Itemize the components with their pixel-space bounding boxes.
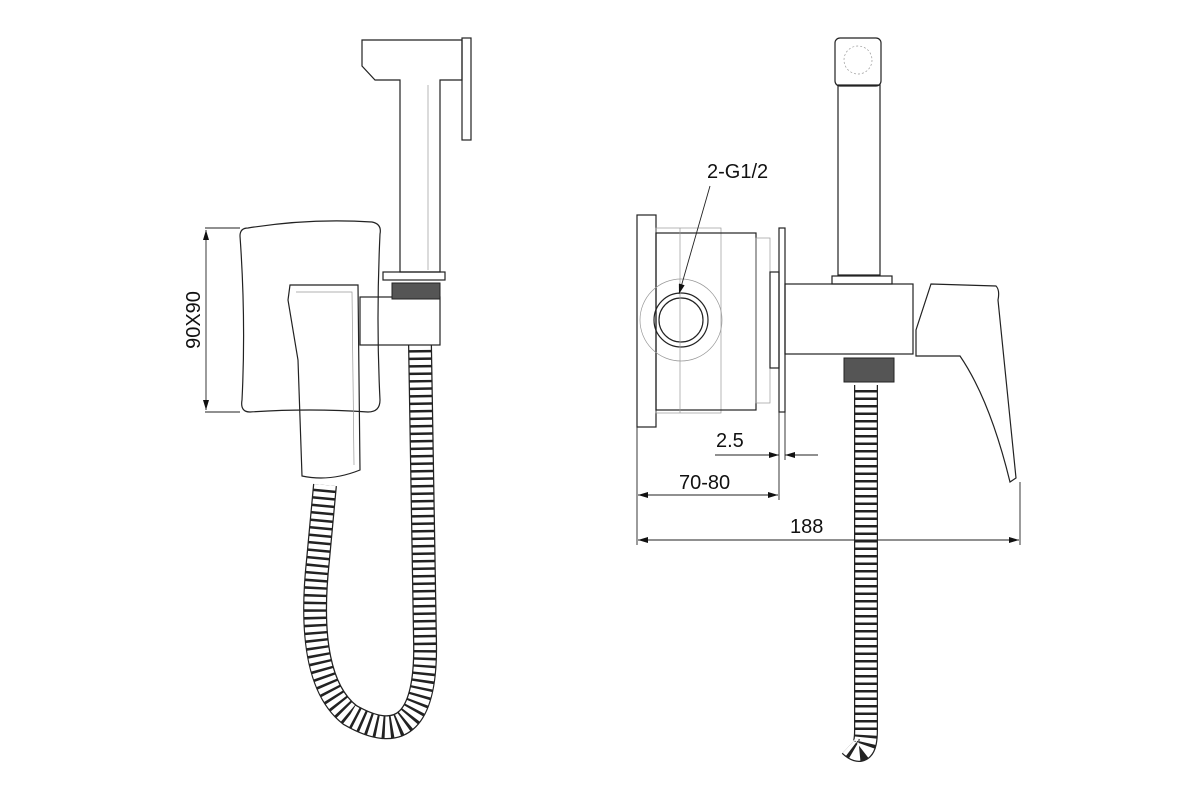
thread-label: 2-G1/2 (707, 161, 768, 183)
plate-size-label: 90X90 (183, 291, 205, 349)
dimension-thread: 2-G1/2 (678, 161, 768, 295)
front-view: 90X90 (183, 37, 472, 740)
dimension-install-depth: 70-80 (638, 412, 780, 500)
hand-shower (361, 39, 463, 273)
hose-side (841, 385, 878, 762)
side-arm (784, 283, 914, 355)
valve-box (636, 214, 771, 428)
install-depth-label: 70-80 (679, 472, 730, 494)
side-lever (915, 283, 1017, 483)
dimension-plate-size: 90X90 (183, 227, 240, 413)
total-depth-label: 188 (790, 516, 823, 538)
shower-head-face (834, 37, 882, 87)
dimension-plate-thickness: 2.5 (715, 412, 818, 460)
knurled-nut (391, 282, 441, 300)
plate-thickness-label: 2.5 (716, 430, 744, 452)
mixer-lever (287, 284, 361, 479)
side-shower-stem (837, 84, 881, 276)
holder-arm (359, 296, 441, 346)
wall-plate (239, 220, 381, 413)
dimension-total-depth: 188 (636, 427, 1021, 545)
hose-front (303, 344, 438, 740)
side-plate (778, 227, 786, 413)
side-nut (843, 357, 895, 383)
side-view: 2-G1/2 2.5 70-80 188 (636, 37, 1021, 762)
